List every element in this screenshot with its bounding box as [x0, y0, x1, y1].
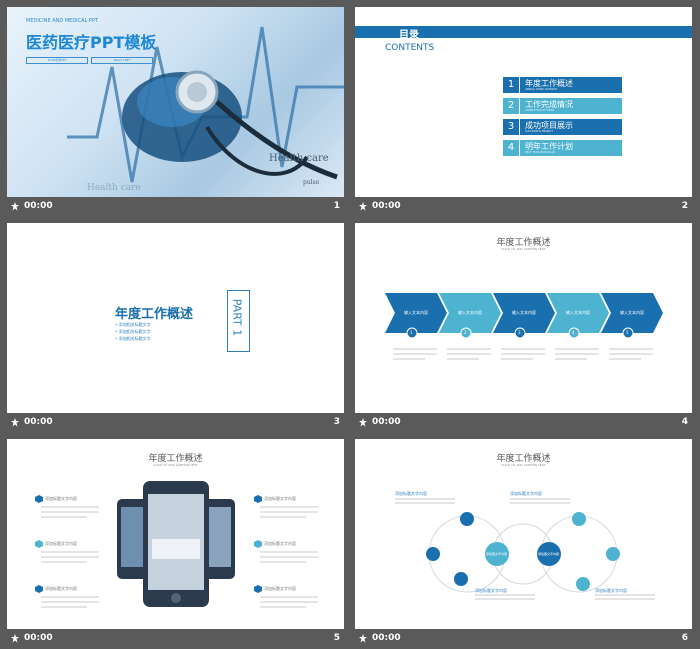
step-4: 4: [572, 330, 575, 335]
slide-5-footer: 00:00 5: [7, 629, 344, 649]
transition-star-icon: [11, 202, 19, 211]
feature-icons: [35, 495, 318, 608]
menu-item-number: 2: [503, 98, 520, 114]
menu-item-3[interactable]: 3 成功项目展示 SUCCESSFUL PROJECT: [503, 119, 622, 135]
slide-3-canvas: 年度工作概述 • 添加相关标题文字 • 添加相关标题文字 • 添加相关标题文字 …: [7, 223, 344, 413]
transition-star-icon: [359, 634, 367, 643]
transition-star-icon: [11, 418, 19, 427]
menu-item-label: 明年工作计划: [525, 142, 573, 151]
caption-health-care: Health care: [269, 153, 329, 164]
arrow-label-1: 输入文本内容: [404, 310, 428, 315]
menu-item-sub: SUCCESSFUL PROJECT: [525, 130, 553, 133]
header-bar: [355, 26, 692, 38]
transition-star-icon: [359, 418, 367, 427]
slide-duration: 00:00: [372, 633, 401, 643]
contents-heading-cn: 目录: [399, 30, 419, 41]
slide-2-footer: 00:00 2: [355, 197, 692, 217]
slide-duration: 00:00: [24, 201, 53, 211]
cycle-label-3: 添加标题文字内容: [475, 588, 507, 593]
slide-4-title: 年度工作概述: [496, 238, 551, 248]
menu-item-sub: ANNUAL WORK SUMMARY: [525, 88, 558, 91]
step-3: 3: [518, 330, 521, 335]
caption-pulse: pulse: [303, 179, 320, 186]
slide-2-canvas: 目录 CONTENTS 1 年度工作概述 ANNUAL WORK SUMMARY…: [355, 7, 692, 197]
caption-health-care-2: Health care: [87, 183, 141, 193]
arrow-label-2: 输入文本内容: [458, 310, 482, 315]
slide-5-title: 年度工作概述: [148, 454, 203, 464]
slide-duration: 00:00: [372, 417, 401, 427]
cycle-label-1: 添加标题文字内容: [395, 491, 427, 496]
cycle-label-4: 添加标题文字内容: [595, 588, 627, 593]
placeholder-text-lines: [393, 348, 653, 360]
menu-item-4[interactable]: 4 明年工作计划 NEXT YEAR WORK PLAN: [503, 140, 622, 156]
slide-number: 6: [681, 633, 688, 643]
slide-number: 2: [681, 201, 688, 211]
slide-4-subtitle: CLICK TO ADD CAPTION TEXT: [501, 247, 546, 251]
slide-number: 1: [333, 201, 340, 211]
right-item-1: 添加标题文字内容: [264, 496, 296, 501]
arrow-label-5: 输入文本内容: [620, 310, 644, 315]
slide-number: 3: [333, 417, 340, 427]
menu-item-sub: COMPLETION OF WORK: [525, 109, 555, 112]
bullet-3: • 添加相关标题文字: [115, 336, 151, 341]
menu-item-1[interactable]: 1 年度工作概述 ANNUAL WORK SUMMARY: [503, 77, 622, 93]
step-1: 1: [410, 330, 413, 335]
slide-duration: 00:00: [372, 201, 401, 211]
cycle-label-2: 添加标题文字内容: [510, 491, 542, 496]
part-label: PART 1: [230, 298, 244, 337]
slide-6-title: 年度工作概述: [496, 454, 551, 464]
tag-1: 2018年终PPT: [26, 57, 88, 64]
slide-1-footer: 00:00 1: [7, 197, 344, 217]
slide-6-canvas: 年度工作概述 CLICK TO ADD CAPTION TEXT 添加标题文字内…: [355, 439, 692, 629]
step-5: 5: [626, 330, 629, 335]
menu-item-2[interactable]: 2 工作完成情况 COMPLETION OF WORK: [503, 98, 622, 114]
right-item-3: 添加标题文字内容: [264, 586, 296, 591]
slide-6-subtitle: CLICK TO ADD CAPTION TEXT: [501, 463, 546, 467]
transition-star-icon: [11, 634, 19, 643]
slide-1-canvas: MEDICINE AND MEDICAL PPT 医药医疗PPT模板 2018年…: [7, 7, 344, 197]
menu-item-number: 3: [503, 119, 520, 135]
heartbeat-illustration: [67, 26, 344, 183]
bullet-2: • 添加相关标题文字: [115, 329, 151, 334]
menu-item-label: 工作完成情况: [525, 100, 573, 109]
section-title: 年度工作概述: [115, 307, 194, 322]
contents-heading-en: CONTENTS: [385, 43, 435, 53]
slide-5-subtitle: CLICK TO ADD CAPTION TEXT: [153, 463, 198, 467]
slide-duration: 00:00: [24, 417, 53, 427]
tagline: MEDICINE AND MEDICAL PPT: [26, 18, 99, 24]
menu-item-label: 年度工作概述: [525, 79, 573, 88]
slide-duration: 00:00: [24, 633, 53, 643]
bullet-text: 添加相关标题文字: [118, 336, 151, 341]
menu-item-number: 4: [503, 140, 520, 156]
slide-number: 4: [681, 417, 688, 427]
slide-5-canvas: 年度工作概述 CLICK TO ADD CAPTION TEXT: [7, 439, 344, 629]
phones-illustration: [117, 481, 235, 607]
slide-1-title: 医药医疗PPT模板: [26, 33, 157, 52]
tag-2: Report PPT: [91, 57, 153, 64]
slide-4-footer: 00:00 4: [355, 413, 692, 433]
menu-item-sub: NEXT YEAR WORK PLAN: [525, 151, 555, 154]
transition-star-icon: [359, 202, 367, 211]
left-item-1: 添加标题文字内容: [45, 496, 77, 501]
arrow-label-3: 输入文本内容: [512, 310, 536, 315]
menu-item-number: 1: [503, 77, 520, 93]
bullet-text: 添加相关标题文字: [118, 329, 151, 334]
menu-item-label: 成功项目展示: [525, 121, 573, 130]
step-2: 2: [464, 330, 467, 335]
slide-6-footer: 00:00 6: [355, 629, 692, 649]
slide-number: 5: [333, 633, 340, 643]
cycle-diagram: [395, 498, 655, 600]
right-item-2: 添加标题文字内容: [264, 541, 296, 546]
center-node-right: 添加图文字内容: [538, 552, 560, 556]
center-node-left: 添加图文字内容: [486, 552, 508, 556]
chevron-process-arrows: [385, 293, 663, 339]
slide-4-canvas: 年度工作概述 CLICK TO ADD CAPTION TEXT 输入文本内容 …: [355, 223, 692, 413]
bullet-text: 添加相关标题文字: [118, 322, 151, 327]
left-item-2: 添加标题文字内容: [45, 541, 77, 546]
left-item-3: 添加标题文字内容: [45, 586, 77, 591]
part-box: [227, 290, 250, 352]
bullet-1: • 添加相关标题文字: [115, 322, 151, 327]
arrow-label-4: 输入文本内容: [566, 310, 590, 315]
slide-3-footer: 00:00 3: [7, 413, 344, 433]
